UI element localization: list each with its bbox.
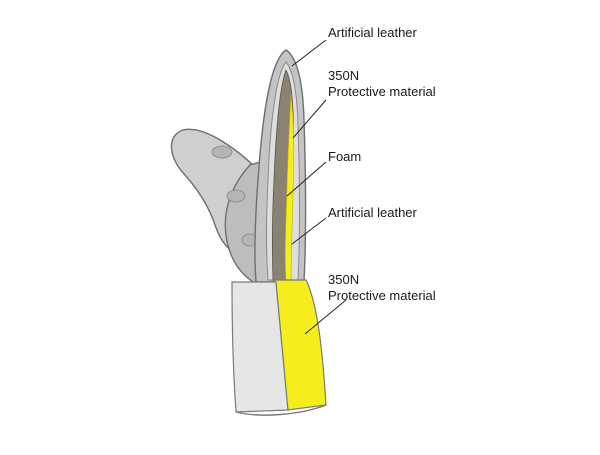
leader-line-artificial-leather-outer bbox=[291, 39, 327, 67]
cuff-rim bbox=[235, 404, 327, 416]
label-artificial-leather-inner: Artificial leather bbox=[328, 205, 417, 220]
label-foam: Foam bbox=[328, 149, 362, 164]
label-protective-material-finger: 350N Protective material bbox=[328, 68, 436, 99]
label-artificial-leather-outer: Artificial leather bbox=[328, 25, 417, 40]
leader-line-artificial-leather-inner bbox=[291, 217, 327, 245]
knuckle bbox=[226, 189, 246, 203]
knuckle bbox=[211, 145, 233, 159]
leader-line-foam bbox=[286, 161, 327, 197]
leader-line-protective-cuff bbox=[304, 299, 347, 335]
leader-line-protective-finger bbox=[292, 99, 327, 139]
cuff-leather bbox=[231, 281, 289, 413]
label-protective-material-cuff: 350N Protective material bbox=[328, 272, 436, 303]
